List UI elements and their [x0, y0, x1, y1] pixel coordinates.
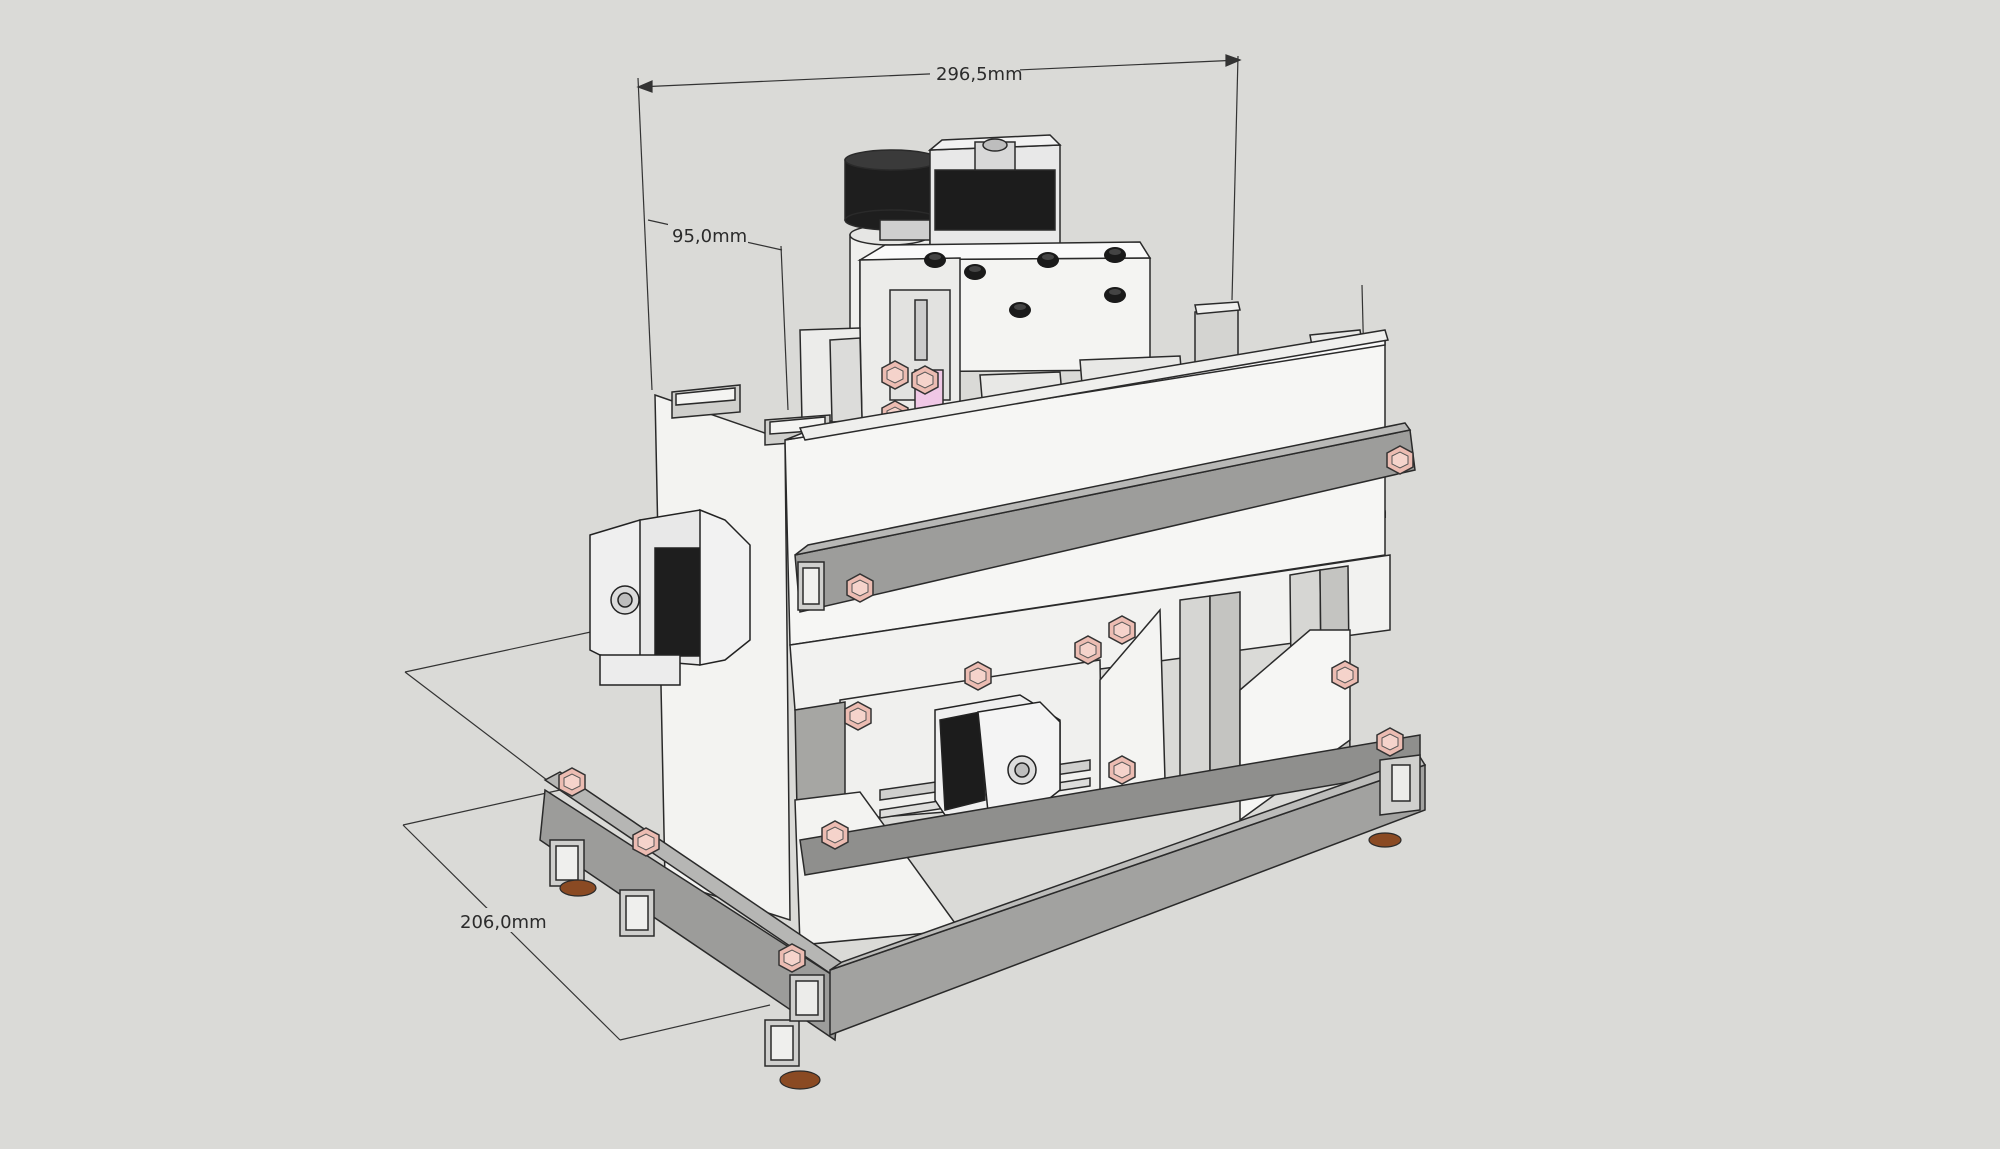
stepper-motor-z: [927, 134, 1062, 256]
dimension-labels: 296,5mm 95,0mm 206,0mm m: [458, 60, 1388, 933]
stepper-motor-y[interactable]: [934, 694, 1061, 816]
dim-width-label: 296,5mm: [936, 64, 1023, 85]
stepper-motor-x[interactable]: [589, 508, 751, 686]
dim-offset-label: 95,0mm: [672, 226, 747, 247]
gantry-front-tube[interactable]: [794, 422, 1416, 613]
dimension-annotations: [402, 54, 1369, 1041]
dim-depth-label: 206,0mm: [460, 912, 547, 933]
rubber-feet: [559, 832, 1402, 1090]
base-frame[interactable]: [539, 734, 1427, 1067]
